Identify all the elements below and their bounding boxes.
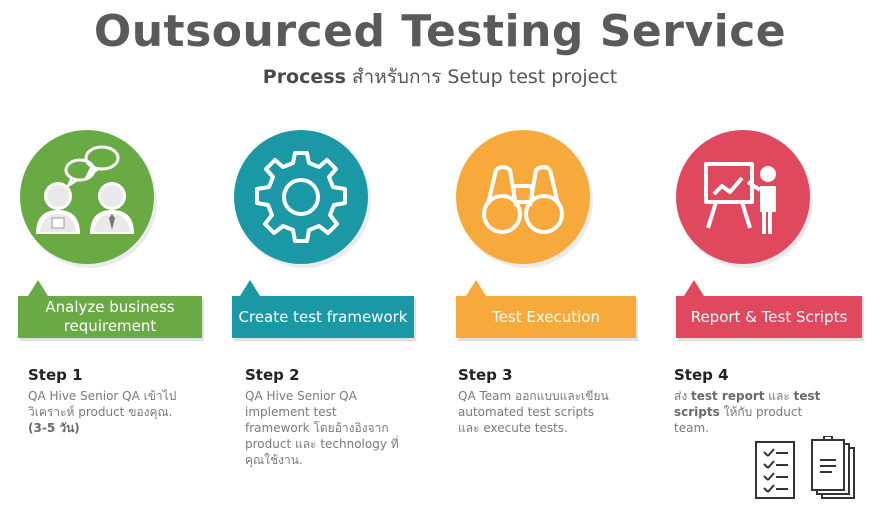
step-1-pointer xyxy=(28,280,48,296)
step-1-title: Step 1 xyxy=(28,366,83,384)
step-4-circle xyxy=(676,130,810,264)
step-3-pointer xyxy=(466,280,486,296)
step-1-banner-label: Analyze business requirement xyxy=(45,298,175,335)
step-2-circle xyxy=(234,130,368,264)
subtitle-bold: Process xyxy=(262,66,346,88)
page-subtitle: Process สำหรับการ Setup test project xyxy=(0,62,880,92)
step-2-title: Step 2 xyxy=(245,366,300,384)
step-2-banner: Create test framework xyxy=(232,296,414,338)
step-1-description: QA Hive Senior QA เข้าไป วิเคราะห์ produ… xyxy=(28,388,178,436)
documents-icon xyxy=(755,436,855,499)
step-4-pointer xyxy=(684,280,704,296)
step-1-circle xyxy=(20,130,154,264)
step-1-banner: Analyze business requirement xyxy=(18,296,202,338)
step-3-banner: Test Execution xyxy=(456,296,636,338)
step-2-banner-label: Create test framework xyxy=(238,307,408,326)
step-4-desc-post: ให้กับ product team. xyxy=(674,405,803,435)
step-3-title: Step 3 xyxy=(458,366,513,384)
step-1-desc-text: QA Hive Senior QA เข้าไป วิเคราะห์ produ… xyxy=(28,389,177,419)
step-4-desc-mid: และ xyxy=(764,389,794,403)
step-4-banner: Report & Test Scripts xyxy=(676,296,862,338)
subtitle-text: สำหรับการ Setup test project xyxy=(345,66,618,88)
step-2-description: QA Hive Senior QA implement test framewo… xyxy=(245,389,399,467)
gear-icon xyxy=(255,151,347,243)
step-3-banner-label: Test Execution xyxy=(492,307,600,326)
step-4-desc-report: test report xyxy=(691,389,765,403)
step-1-duration: (3-5 วัน) xyxy=(28,421,80,435)
step-4-description: ส่ง test report และ test scripts ให้กับ … xyxy=(674,388,834,436)
step-4-desc-pre: ส่ง xyxy=(674,389,691,403)
step-3-description: QA Team ออกแบบและเขียน automated test sc… xyxy=(458,389,609,435)
step-4-desc-scripts: test scripts xyxy=(674,389,821,419)
step-4-banner-label: Report & Test Scripts xyxy=(690,307,848,326)
binoculars-icon xyxy=(482,165,564,234)
step-4-title: Step 4 xyxy=(674,366,729,384)
people-chat-icon xyxy=(36,145,134,234)
step-2-pointer xyxy=(240,280,260,296)
step-3-circle xyxy=(456,130,590,264)
page-title: Outsourced Testing Service xyxy=(93,6,787,57)
presentation-icon xyxy=(704,162,776,234)
